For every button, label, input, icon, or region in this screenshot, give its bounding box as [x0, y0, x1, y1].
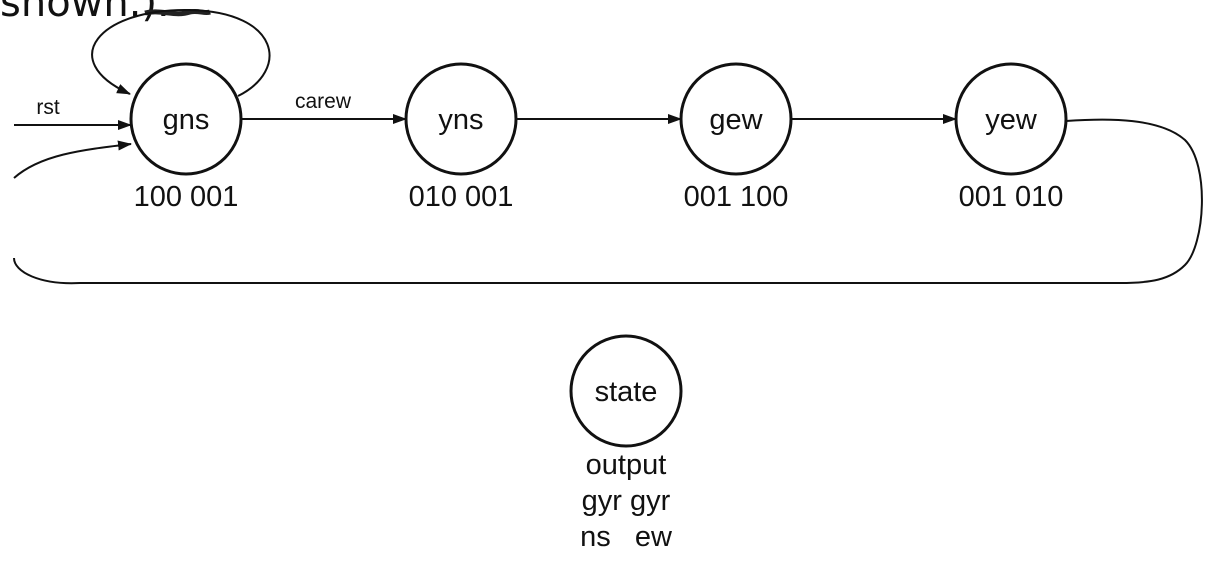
state-gns-output: 100 001 — [134, 181, 239, 213]
state-yns-output: 010 001 — [409, 181, 514, 213]
state-yew-label: yew — [985, 104, 1038, 136]
legend-output-line: output — [586, 449, 667, 481]
state-gew-label: gew — [709, 104, 763, 136]
legend-state-circle — [569, 334, 683, 448]
gns-self-loop — [91, 8, 271, 97]
yew-to-gns-return-arrow — [13, 118, 1203, 285]
cropped-caption-text: shown.). — [0, 0, 170, 26]
legend-ns-ew-line: ns ew — [580, 521, 673, 553]
state-gns-label: gns — [163, 104, 210, 136]
state-gew-output: 001 100 — [684, 181, 789, 213]
rst-label: rst — [36, 96, 59, 119]
return-entry-arrow — [13, 140, 132, 179]
carew-label: carew — [295, 90, 352, 113]
state-yns-label: yns — [438, 104, 483, 136]
legend-state-label: state — [595, 376, 658, 408]
legend-gyr-line: gyr gyr — [582, 485, 671, 517]
state-yew-output: 001 010 — [959, 181, 1064, 213]
